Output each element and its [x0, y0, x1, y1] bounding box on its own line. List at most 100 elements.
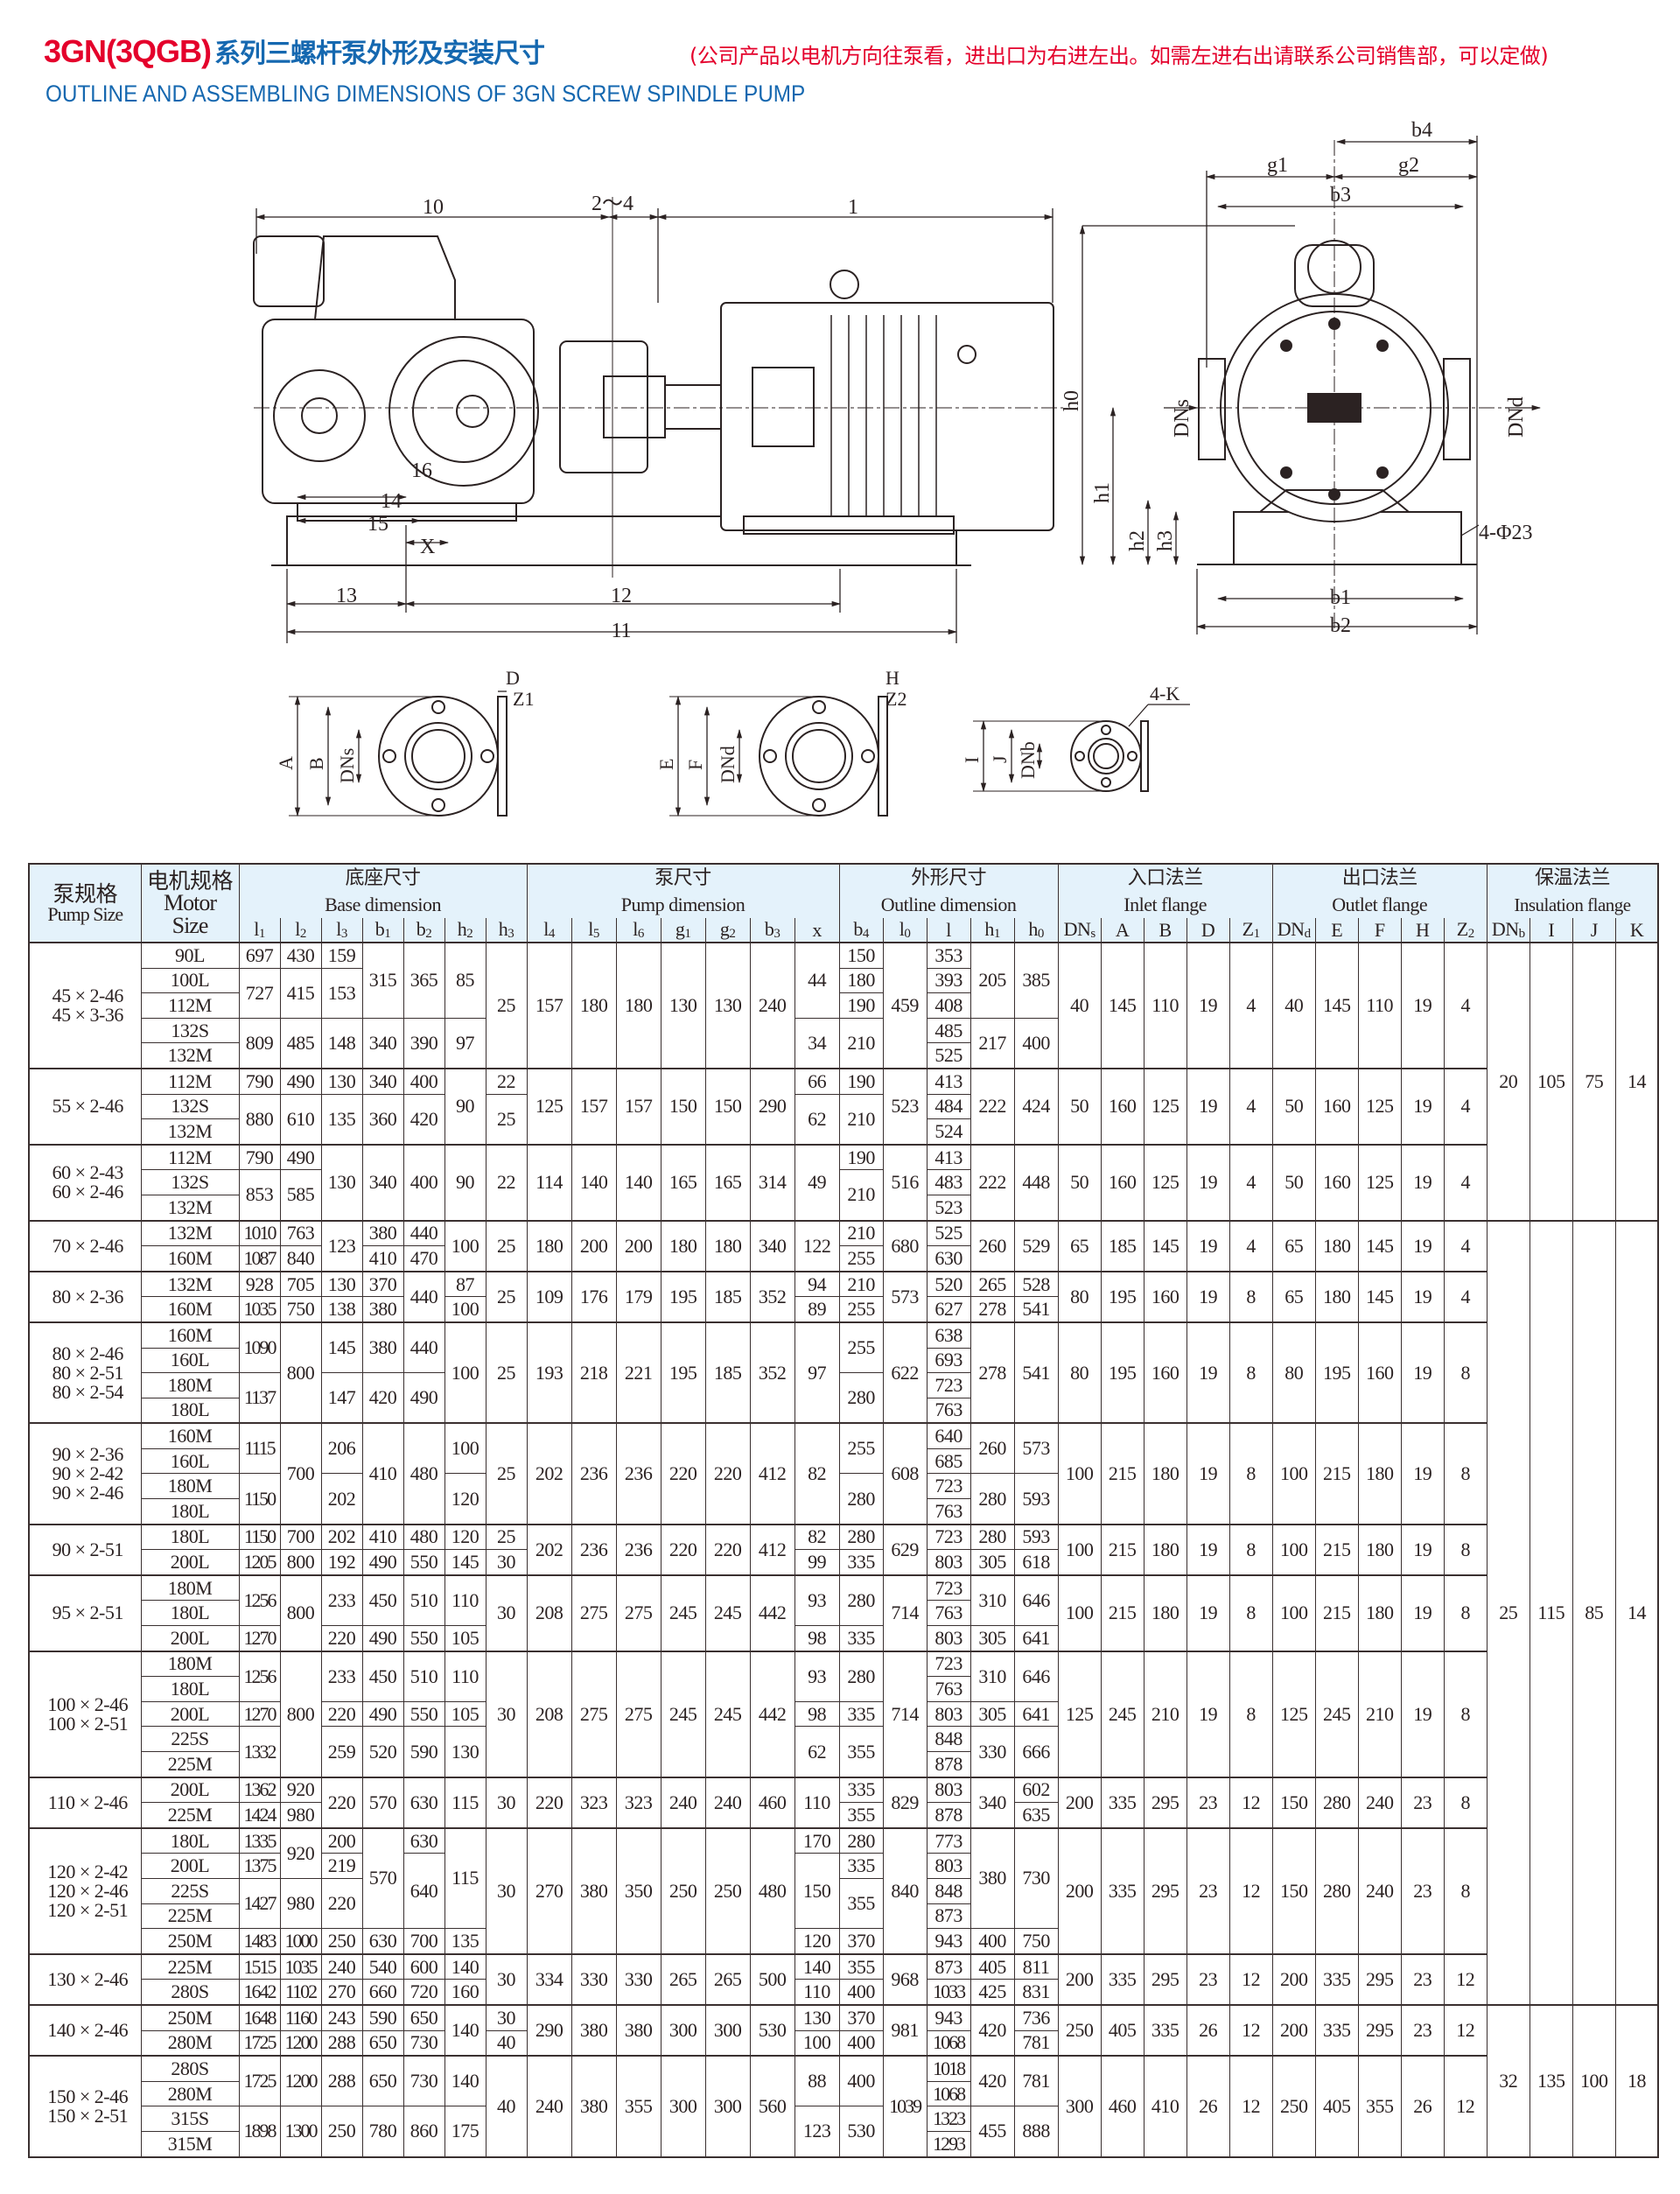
- cell-B: 180: [1143, 1422, 1187, 1525]
- cell-h2: 105: [444, 1625, 486, 1652]
- cell-l3: 240: [320, 1952, 363, 1980]
- cell-l1: 1137: [238, 1372, 281, 1424]
- cell-h3: 30: [485, 1549, 528, 1576]
- cell-b1: 380: [361, 1219, 404, 1247]
- cell-D: 19: [1186, 1523, 1230, 1576]
- cell-l4: 240: [526, 2055, 572, 2158]
- cell-x: 122: [794, 1219, 840, 1272]
- cell-b4: 355: [838, 1877, 884, 1930]
- cell-l2: 700: [279, 1523, 322, 1551]
- cell-h2: 120: [444, 1473, 486, 1525]
- header-col-I: I: [1529, 918, 1573, 943]
- cell-l4: 208: [526, 1650, 572, 1778]
- header-col-D: D: [1186, 918, 1230, 943]
- cell-h0: 424: [1013, 1067, 1059, 1146]
- cell-DNs: 100: [1057, 1574, 1102, 1652]
- cell-l: 723: [926, 1574, 971, 1602]
- cell-l6: 323: [615, 1776, 662, 1829]
- cell-g2: 165: [704, 1143, 751, 1222]
- motor-size-cell: 100L: [140, 967, 240, 994]
- cell-b4: 280: [838, 1574, 884, 1627]
- cell-F: 180: [1357, 1574, 1402, 1652]
- pump-size-label: 90 × 2-36: [52, 1442, 124, 1465]
- cell-E: 280: [1314, 1826, 1359, 1955]
- cell-l2: 763: [279, 1219, 322, 1247]
- cell-l1: 1035: [238, 1296, 281, 1323]
- cell-l2: 485: [279, 1017, 322, 1069]
- cell-g2: 220: [704, 1422, 751, 1525]
- cell-h2: 160: [444, 1979, 486, 2006]
- label-g1: g1: [1267, 154, 1288, 177]
- cell-h0: 541: [1013, 1321, 1059, 1424]
- cell-g2: 300: [704, 2055, 751, 2158]
- cell-Z2: 8: [1443, 1321, 1488, 1424]
- cell-h0: 750: [1013, 1928, 1059, 1955]
- cell-h2: 130: [444, 1726, 486, 1778]
- cell-b4: 335: [838, 1700, 884, 1728]
- cell-l: 848: [926, 1877, 971, 1904]
- motor-size-cell: 160L: [140, 1447, 240, 1475]
- motor-size-cell: 225S: [140, 1877, 240, 1904]
- cell-l2: 800: [279, 1574, 322, 1652]
- cell-DNd: 100: [1271, 1574, 1316, 1652]
- header-col-h0: h0: [1013, 918, 1059, 943]
- label-dnd: DNd: [1505, 396, 1528, 438]
- cell-l6: 275: [615, 1574, 662, 1652]
- motor-size-cell: 132S: [140, 1169, 240, 1195]
- cell-l: 848: [926, 1726, 971, 1752]
- cell-h2: 85: [444, 941, 486, 1019]
- cell-H: 19: [1400, 1270, 1445, 1323]
- cell-x: 62: [794, 1726, 840, 1778]
- cell-H: 26: [1400, 2055, 1445, 2158]
- cell-F: 145: [1357, 1219, 1402, 1272]
- cell-A: 145: [1100, 942, 1144, 1069]
- cell-b1: 570: [361, 1826, 404, 1930]
- cell-x: 97: [794, 1321, 840, 1424]
- cell-h2: 105: [444, 1700, 486, 1728]
- cell-l1: 1725: [238, 2055, 281, 2107]
- cell-DNs: 250: [1057, 2003, 1102, 2057]
- cell-H: 19: [1400, 1143, 1445, 1222]
- cell-DNd: 150: [1271, 1776, 1316, 1829]
- cell-h0: 635: [1013, 1802, 1059, 1829]
- cell-h0: 541: [1013, 1296, 1059, 1323]
- cell-b4: 210: [838, 1017, 884, 1069]
- cell-F: 240: [1357, 1826, 1402, 1955]
- header-group-cn: 出口法兰: [1271, 863, 1488, 892]
- cell-h2: 100: [444, 1296, 486, 1323]
- cell-h1: 310: [970, 1574, 1015, 1627]
- cell-b4: 335: [838, 1853, 884, 1879]
- cell-l3: 130: [320, 1067, 363, 1095]
- motor-size-cell: 180M: [140, 1574, 240, 1602]
- cell-l4: 334: [526, 1952, 572, 2006]
- cell-l2: 980: [279, 1802, 322, 1829]
- cell-b4: 370: [838, 1928, 884, 1955]
- cell-l: 723: [926, 1372, 971, 1398]
- motor-size-cell: 225M: [140, 1903, 240, 1930]
- label-h2: h2: [1126, 530, 1149, 551]
- cell-l6: 157: [615, 1067, 662, 1146]
- motor-size-cn: 电机规格: [146, 867, 234, 894]
- pump-size-label: 60 × 2-43: [52, 1161, 124, 1184]
- cell-A: 335: [1100, 1776, 1144, 1829]
- cell-h2: 140: [444, 2055, 486, 2107]
- cell-DNd: 200: [1271, 1952, 1316, 2006]
- motor: [720, 302, 1054, 531]
- cell-h0: 646: [1013, 1650, 1059, 1702]
- cell-E: 160: [1314, 1067, 1359, 1146]
- cell-insulation-I: 115: [1529, 1219, 1573, 2006]
- cell-l1: 1256: [238, 1650, 281, 1702]
- cell-H: 23: [1400, 1952, 1445, 2006]
- cell-insulation-I: 135: [1529, 2003, 1573, 2157]
- cell-b4: 190: [838, 1143, 884, 1171]
- insulation-flange-labels: I J DNb 4-K: [961, 683, 1180, 779]
